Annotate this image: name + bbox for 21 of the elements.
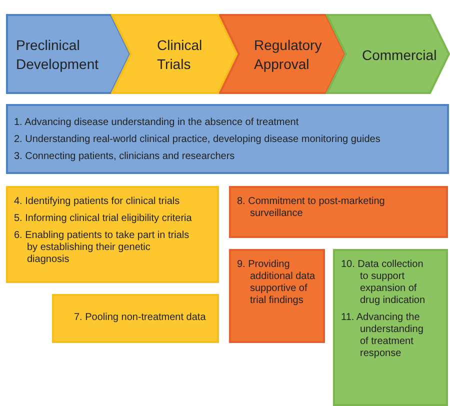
list-item: 11. Advancing the understanding of treatment response bbox=[341, 312, 424, 360]
list-item: 6. Enabling patients to take part in trials by establishing their genetic diagnosis bbox=[14, 230, 190, 266]
list-item: 4. Identifying patients for clinical trials bbox=[14, 196, 181, 208]
text-panel bbox=[52, 294, 219, 343]
list-item: 7. Pooling non-treatment data bbox=[74, 312, 207, 324]
list-item: 1. Advancing disease understanding in the absence of treatment bbox=[14, 117, 300, 129]
text-panel bbox=[229, 186, 448, 238]
text-panel bbox=[229, 249, 325, 343]
text-panel bbox=[6, 186, 219, 283]
list-item: 3. Connecting patients, clinicians and researchers bbox=[14, 151, 236, 163]
text-panel bbox=[6, 104, 449, 174]
list-item: 5. Informing clinical trial eligibility criteria bbox=[14, 213, 193, 225]
list-item: 2. Understanding real-world clinical practice, developing disease monitoring guides bbox=[14, 134, 382, 146]
list-item: 9. Providing additional data supportive of trial findings bbox=[237, 259, 316, 307]
text-panel bbox=[333, 249, 448, 406]
stage-label: Commercial bbox=[362, 46, 438, 65]
list-item: 10. Data collection to support expansion of drug indication bbox=[341, 259, 426, 307]
stage-label: Preclinical Development bbox=[16, 36, 100, 74]
stage-label: Clinical Trials bbox=[157, 36, 204, 74]
stage-label: Regulatory Approval bbox=[254, 36, 323, 74]
list-item: 8. Commitment to post-marketing surveillance bbox=[237, 196, 386, 220]
